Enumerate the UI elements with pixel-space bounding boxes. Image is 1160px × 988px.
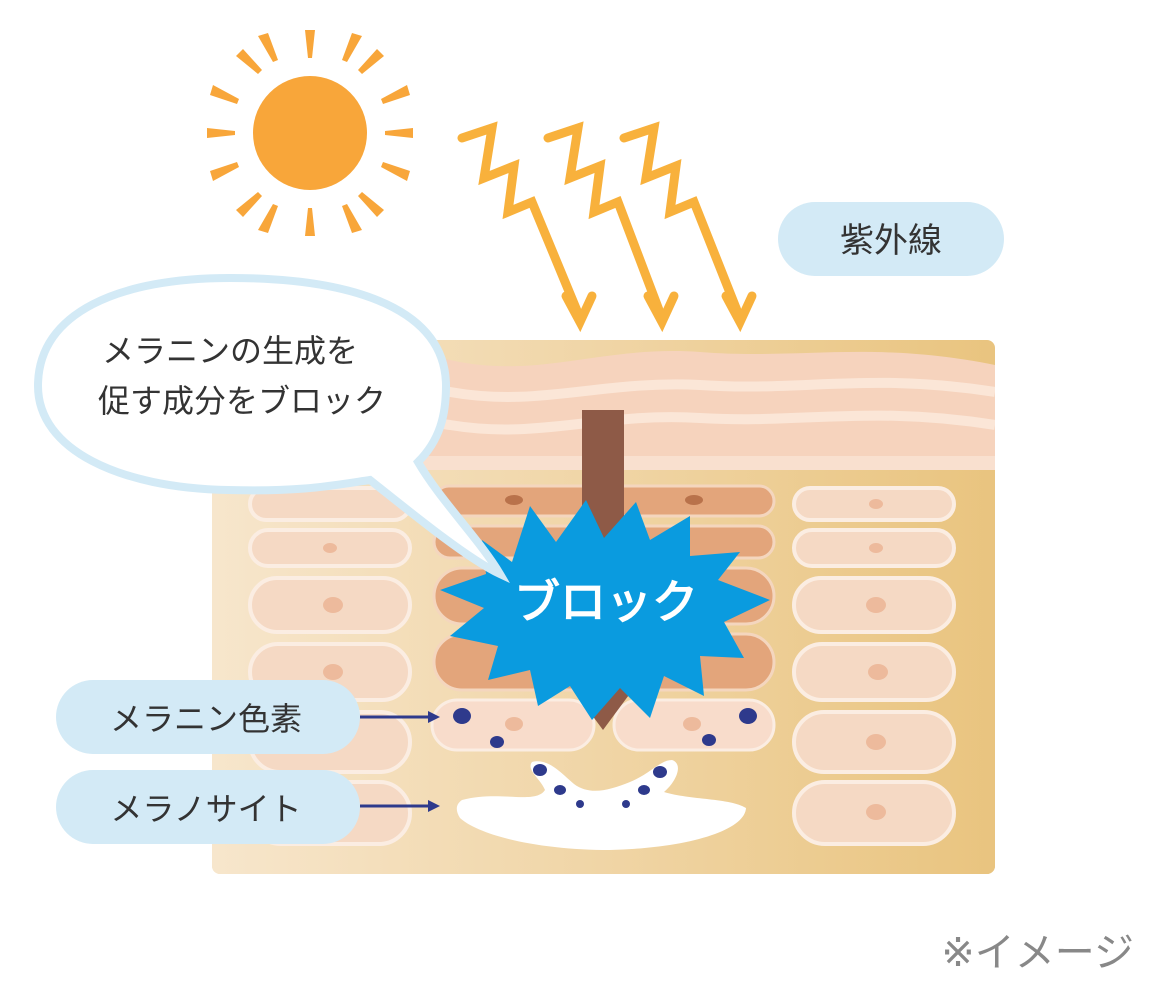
melanin-pigment-label-text: メラニン色素 [110,700,302,738]
speech-bubble-line1: メラニンの生成を [102,332,358,370]
melanocyte-cell [456,760,746,850]
melanin-pigment-dots [453,708,757,808]
sun-icon [207,30,413,236]
melanocyte-label-text: メラノサイト [110,790,301,828]
block-burst-icon: ブロック [440,500,770,720]
melanocyte-pointer-arrow [360,800,440,812]
melanocyte-label: メラノサイト [56,770,360,844]
melanin-pointer-arrow [360,711,440,723]
burst-label-text: ブロック [514,575,698,629]
melanin-pigment-label: メラニン色素 [56,680,360,754]
speech-bubble-line2: 促す成分をブロック [98,382,386,420]
uv-label: 紫外線 [778,202,1004,276]
uv-ray-icon [457,121,757,333]
speech-bubble: メラニンの生成を 促す成分をブロック [33,273,510,584]
uv-label-text: 紫外線 [840,221,942,261]
image-note: ※イメージ [941,930,1134,976]
